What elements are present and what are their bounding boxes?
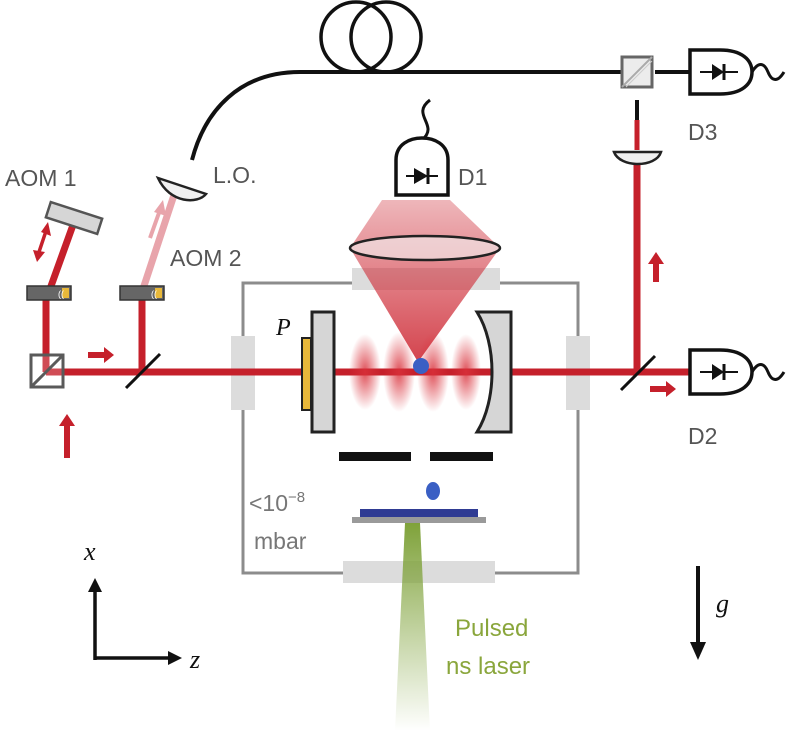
beam-splitter-d3 <box>620 55 654 89</box>
arrow-up-d3 <box>648 252 664 282</box>
pulsed-laser-beam <box>395 523 430 731</box>
aom1-mirror <box>44 200 104 236</box>
cavity-mirror-right <box>474 310 513 434</box>
photodiode-icon <box>394 98 450 197</box>
aperture-left <box>339 452 411 461</box>
photodiode-d2-icon <box>688 348 786 396</box>
d1-cable <box>420 98 431 142</box>
mirror-d2-pickoff <box>619 354 657 392</box>
fiber-line <box>190 70 622 161</box>
svg-text:((: (( <box>151 289 157 299</box>
label-pressure: <10−8 <box>249 489 305 516</box>
label-gravity: g <box>716 589 729 618</box>
label-p: P <box>275 315 291 341</box>
arrow-right-1 <box>88 347 114 363</box>
photodiode-d3-icon <box>688 48 786 96</box>
fiber-coil-icon <box>319 0 423 74</box>
lo-lens <box>155 175 209 202</box>
d3-lens <box>612 150 663 166</box>
label-d1: D1 <box>458 164 487 190</box>
d1-body <box>394 136 450 197</box>
coordinate-axes <box>88 578 182 665</box>
lo-beam <box>138 190 179 294</box>
label-axis-x: x <box>83 537 96 566</box>
substrate-holder <box>352 517 486 523</box>
launched-particle <box>426 482 440 500</box>
label-pulsed-line2: ns laser <box>446 653 530 680</box>
beam-splitter-left <box>29 353 65 389</box>
mirror-aom2-pickoff <box>124 352 162 390</box>
aom1-crystal: (( <box>26 285 72 301</box>
label-lo: L.O. <box>213 162 256 188</box>
lo-arrow <box>148 200 166 239</box>
trapped-particle <box>413 358 429 374</box>
svg-text:((: (( <box>58 289 64 299</box>
beam-arrows <box>59 252 676 458</box>
standing-wave-fringes <box>349 332 481 412</box>
label-d2: D2 <box>688 423 717 449</box>
label-axis-z: z <box>189 645 200 674</box>
label-aom1: AOM 1 <box>5 165 77 191</box>
label-aom2: AOM 2 <box>170 245 242 271</box>
substrate <box>360 509 478 517</box>
aom2-crystal: (( <box>119 285 165 301</box>
aperture-right <box>430 452 493 461</box>
label-d3: D3 <box>688 119 717 145</box>
d1-lens <box>348 234 502 262</box>
aom1-double-arrow <box>33 222 51 262</box>
arrow-up-input <box>59 414 75 458</box>
gravity-arrow <box>690 566 706 660</box>
label-pressure-unit: mbar <box>254 528 307 554</box>
piezo <box>301 337 312 411</box>
label-pulsed-line1: Pulsed <box>455 615 528 642</box>
arrow-right-2 <box>650 381 676 397</box>
cavity-mirror-left <box>310 310 336 434</box>
